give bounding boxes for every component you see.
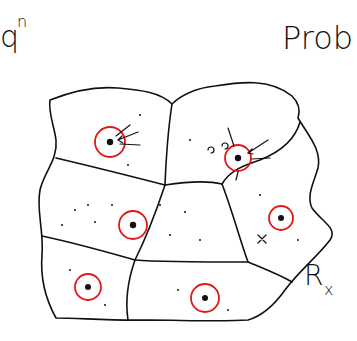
region-label: R [304,262,323,290]
region-subscript: x [324,282,333,298]
heading-word: Prob [282,22,353,54]
formula-exponent: n [17,14,27,30]
formula-letter: q [0,22,19,52]
